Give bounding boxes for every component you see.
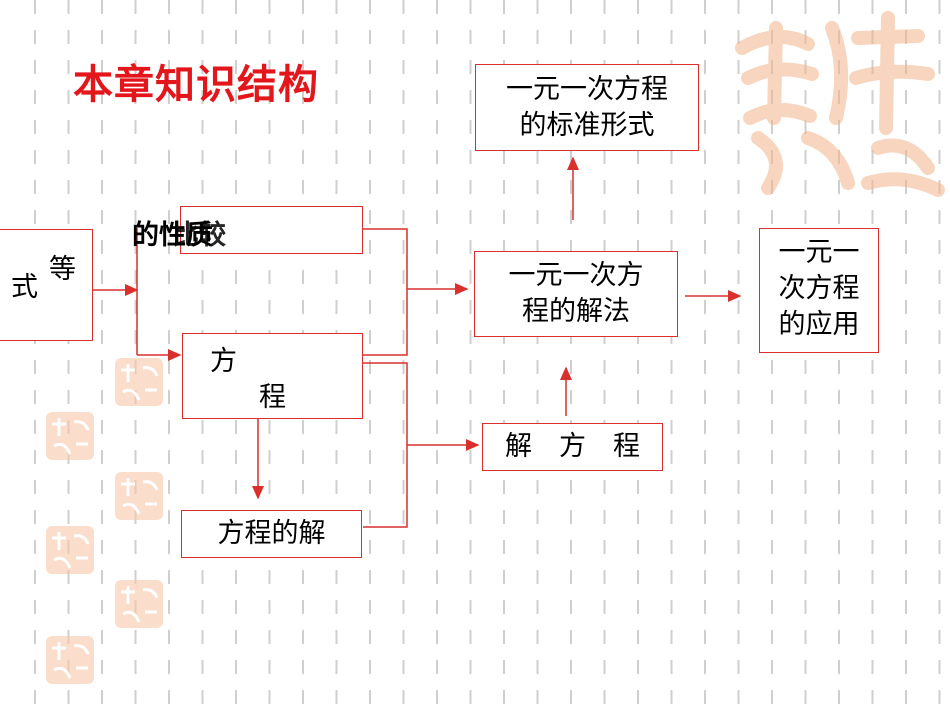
equation-box: 方 程 — [182, 333, 363, 419]
solving-equation-label: 解 方 程 — [505, 431, 640, 462]
standard-form-box: 一元一次方程 的标准形式 — [475, 64, 699, 151]
solving-method-line-1: 一元一次方 — [508, 260, 644, 291]
application-line-3: 的应用 — [778, 309, 860, 340]
standard-form-line-2: 的标准形式 — [519, 110, 655, 141]
auspicious-seal-icon — [735, 11, 945, 197]
properties-box — [180, 206, 363, 254]
solving-equation-box: 解 方 程 — [482, 423, 663, 471]
solving-method-line-2: 程的解法 — [522, 296, 630, 327]
equation-char-1: 方 — [210, 346, 237, 377]
auspicious-seal-icon — [46, 636, 94, 684]
standard-form-line-1: 一元一次方程 — [506, 74, 668, 105]
equation-solution-box: 方程的解 — [181, 510, 362, 558]
auspicious-seal-icon — [46, 526, 94, 574]
equation-char-2: 程 — [259, 382, 286, 413]
properties-label-2: 比较 — [172, 220, 226, 251]
equality-box: 等 式 — [0, 229, 93, 341]
auspicious-seal-icon — [46, 412, 94, 460]
auspicious-seal-icon — [115, 580, 163, 628]
equation-solution-label: 方程的解 — [217, 518, 326, 549]
application-line-1: 一元一 — [778, 237, 860, 268]
equality-char-2: 式 — [11, 272, 38, 303]
application-line-2: 次方程 — [778, 273, 860, 304]
page-title: 本章知识结构 — [73, 62, 319, 108]
properties-label-1: 的性质 — [132, 220, 213, 251]
auspicious-seal-icon — [115, 358, 163, 406]
auspicious-seal-icon — [115, 472, 163, 520]
solving-method-box: 一元一次方 程的解法 — [474, 251, 678, 337]
equality-char-1: 等 — [49, 254, 76, 285]
application-box: 一元一 次方程 的应用 — [759, 228, 879, 353]
